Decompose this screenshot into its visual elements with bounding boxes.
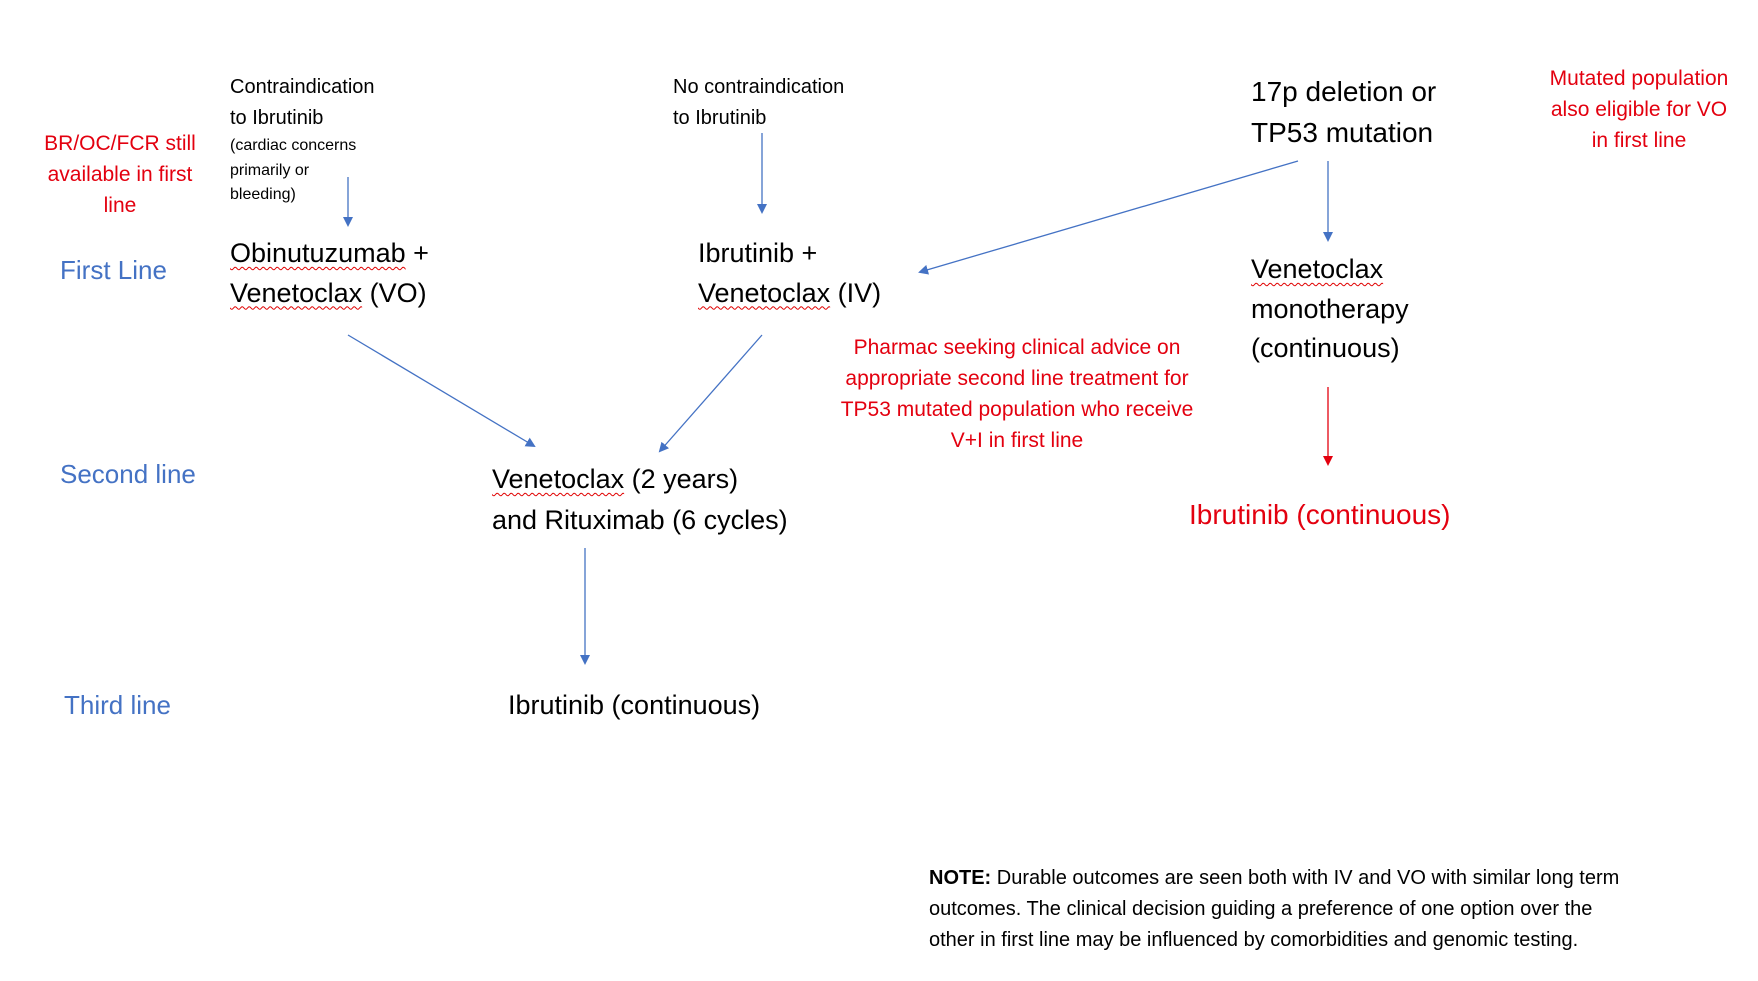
arrow-iv-to-vr [658, 334, 763, 453]
treatment-text: monotherapy [1251, 293, 1409, 324]
note-line: also eligible for VO [1550, 98, 1728, 121]
treatment-text: (continuous) [1251, 333, 1400, 363]
detail-line: bleeding) [230, 186, 296, 203]
drug-name: Venetoclax [230, 277, 363, 308]
treatment-text: (IV) [830, 277, 882, 308]
note-line: V+I in first line [950, 429, 1084, 452]
treatment-text: + [405, 238, 429, 268]
condition-line: TP53 mutation [1251, 117, 1434, 148]
tp53-condition: 17p deletion or TP53 mutation [1251, 71, 1436, 153]
condition-line: 17p deletion or [1251, 76, 1437, 107]
right-side-note: Mutated population also eligible for VO … [1519, 63, 1758, 156]
drug-name: Venetoclax [1251, 254, 1384, 284]
note-line: line [103, 194, 137, 217]
left-side-note: BR/OC/FCR still available in first line [20, 128, 220, 221]
condition-line: to Ibrutinib [230, 107, 324, 129]
note-line: Mutated population [1549, 67, 1729, 90]
treatment-text: Ibrutinib + [698, 238, 818, 268]
third-line-label: Third line [64, 690, 171, 720]
note-label: NOTE: [929, 867, 992, 889]
drug-name: Venetoclax [492, 464, 625, 494]
note-line: TP53 mutated population who receive [840, 398, 1194, 421]
drug-name: Venetoclax [698, 277, 831, 308]
condition-line: Contraindication [230, 76, 375, 98]
detail-line: primarily or [230, 161, 310, 179]
tp53-second-line-ibrutinib: Ibrutinib (continuous) [1189, 499, 1451, 530]
second-line-label: Second line [60, 459, 196, 489]
condition-line: No contraindication [673, 76, 845, 98]
vr-treatment: Venetoclax (2 years) and Rituximab (6 cy… [492, 459, 788, 540]
condition-detail: (cardiac concerns primarily or bleeding) [230, 134, 375, 208]
treatment-text: (2 years) [624, 464, 739, 494]
note-line: Pharmac seeking clinical advice on [853, 336, 1181, 359]
durable-outcomes-note: NOTE: Durable outcomes are seen both wit… [929, 863, 1619, 956]
third-line-ibrutinib: Ibrutinib (continuous) [508, 690, 761, 720]
no-contraindication-condition: No contraindication to Ibrutinib [673, 72, 844, 134]
treatment-text: (VO) [362, 277, 427, 308]
arrow-vo-to-vr [347, 334, 536, 448]
condition-line: to Ibrutinib [673, 107, 767, 129]
note-line: BR/OC/FCR still [44, 132, 196, 155]
contraindication-condition: Contraindication to Ibrutinib (cardiac c… [230, 72, 375, 208]
iv-treatment: Ibrutinib + Venetoclax (IV) [698, 234, 881, 313]
note-line: appropriate second line treatment for [845, 367, 1189, 390]
note-line: other in first line may be influenced by… [929, 929, 1579, 951]
detail-line: (cardiac concerns [230, 137, 357, 154]
first-line-label: First Line [60, 255, 167, 285]
note-line: available in first [47, 163, 193, 186]
treatment-text: and Rituximab (6 cycles) [492, 504, 788, 535]
arrow-tp53-to-iv [918, 160, 1299, 275]
note-line: Durable outcomes are seen both with IV a… [991, 867, 1620, 889]
note-line: in first line [1591, 129, 1687, 152]
note-line: outcomes. The clinical decision guiding … [929, 898, 1593, 920]
pharmac-note: Pharmac seeking clinical advice on appro… [767, 332, 1267, 456]
venetoclax-monotherapy: Venetoclax monotherapy (continuous) [1251, 250, 1409, 369]
drug-name: Obinutuzumab [230, 238, 406, 268]
vo-treatment: Obinutuzumab + Venetoclax (VO) [230, 234, 429, 313]
